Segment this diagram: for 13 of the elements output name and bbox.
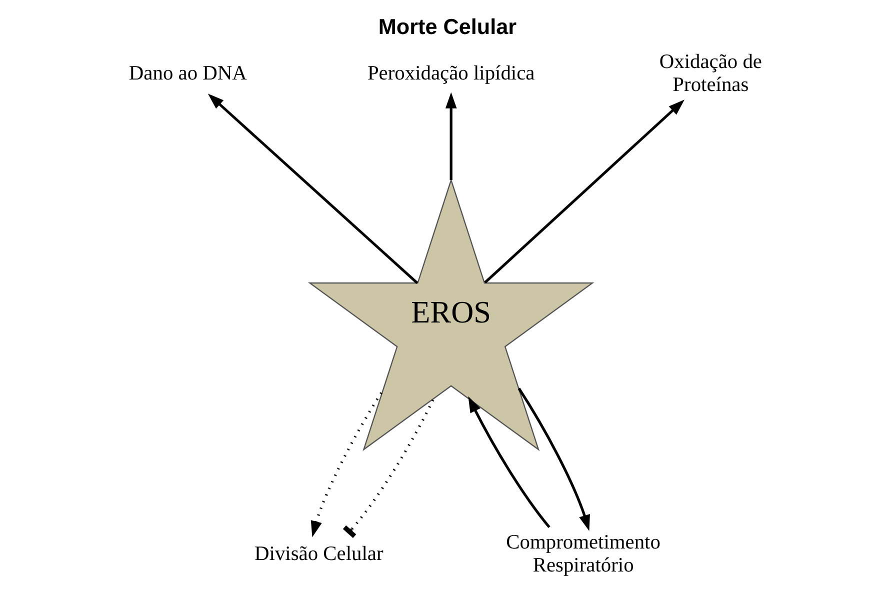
diagram-title: Morte Celular <box>378 14 516 40</box>
arrow <box>444 92 456 180</box>
arrow <box>484 100 684 284</box>
node-text: Dano ao DNA <box>128 62 246 84</box>
arrow <box>207 94 418 284</box>
node-text: Comprometimento Respiratório <box>506 532 660 577</box>
node-text: Peroxidação lipídica <box>366 62 534 84</box>
arrow <box>310 390 384 538</box>
arrow <box>517 388 590 532</box>
node-text: Divisão Celular <box>254 543 383 566</box>
connector <box>342 398 434 538</box>
node-text: Oxidação de Proteínas <box>658 50 762 96</box>
arrow <box>468 396 550 528</box>
